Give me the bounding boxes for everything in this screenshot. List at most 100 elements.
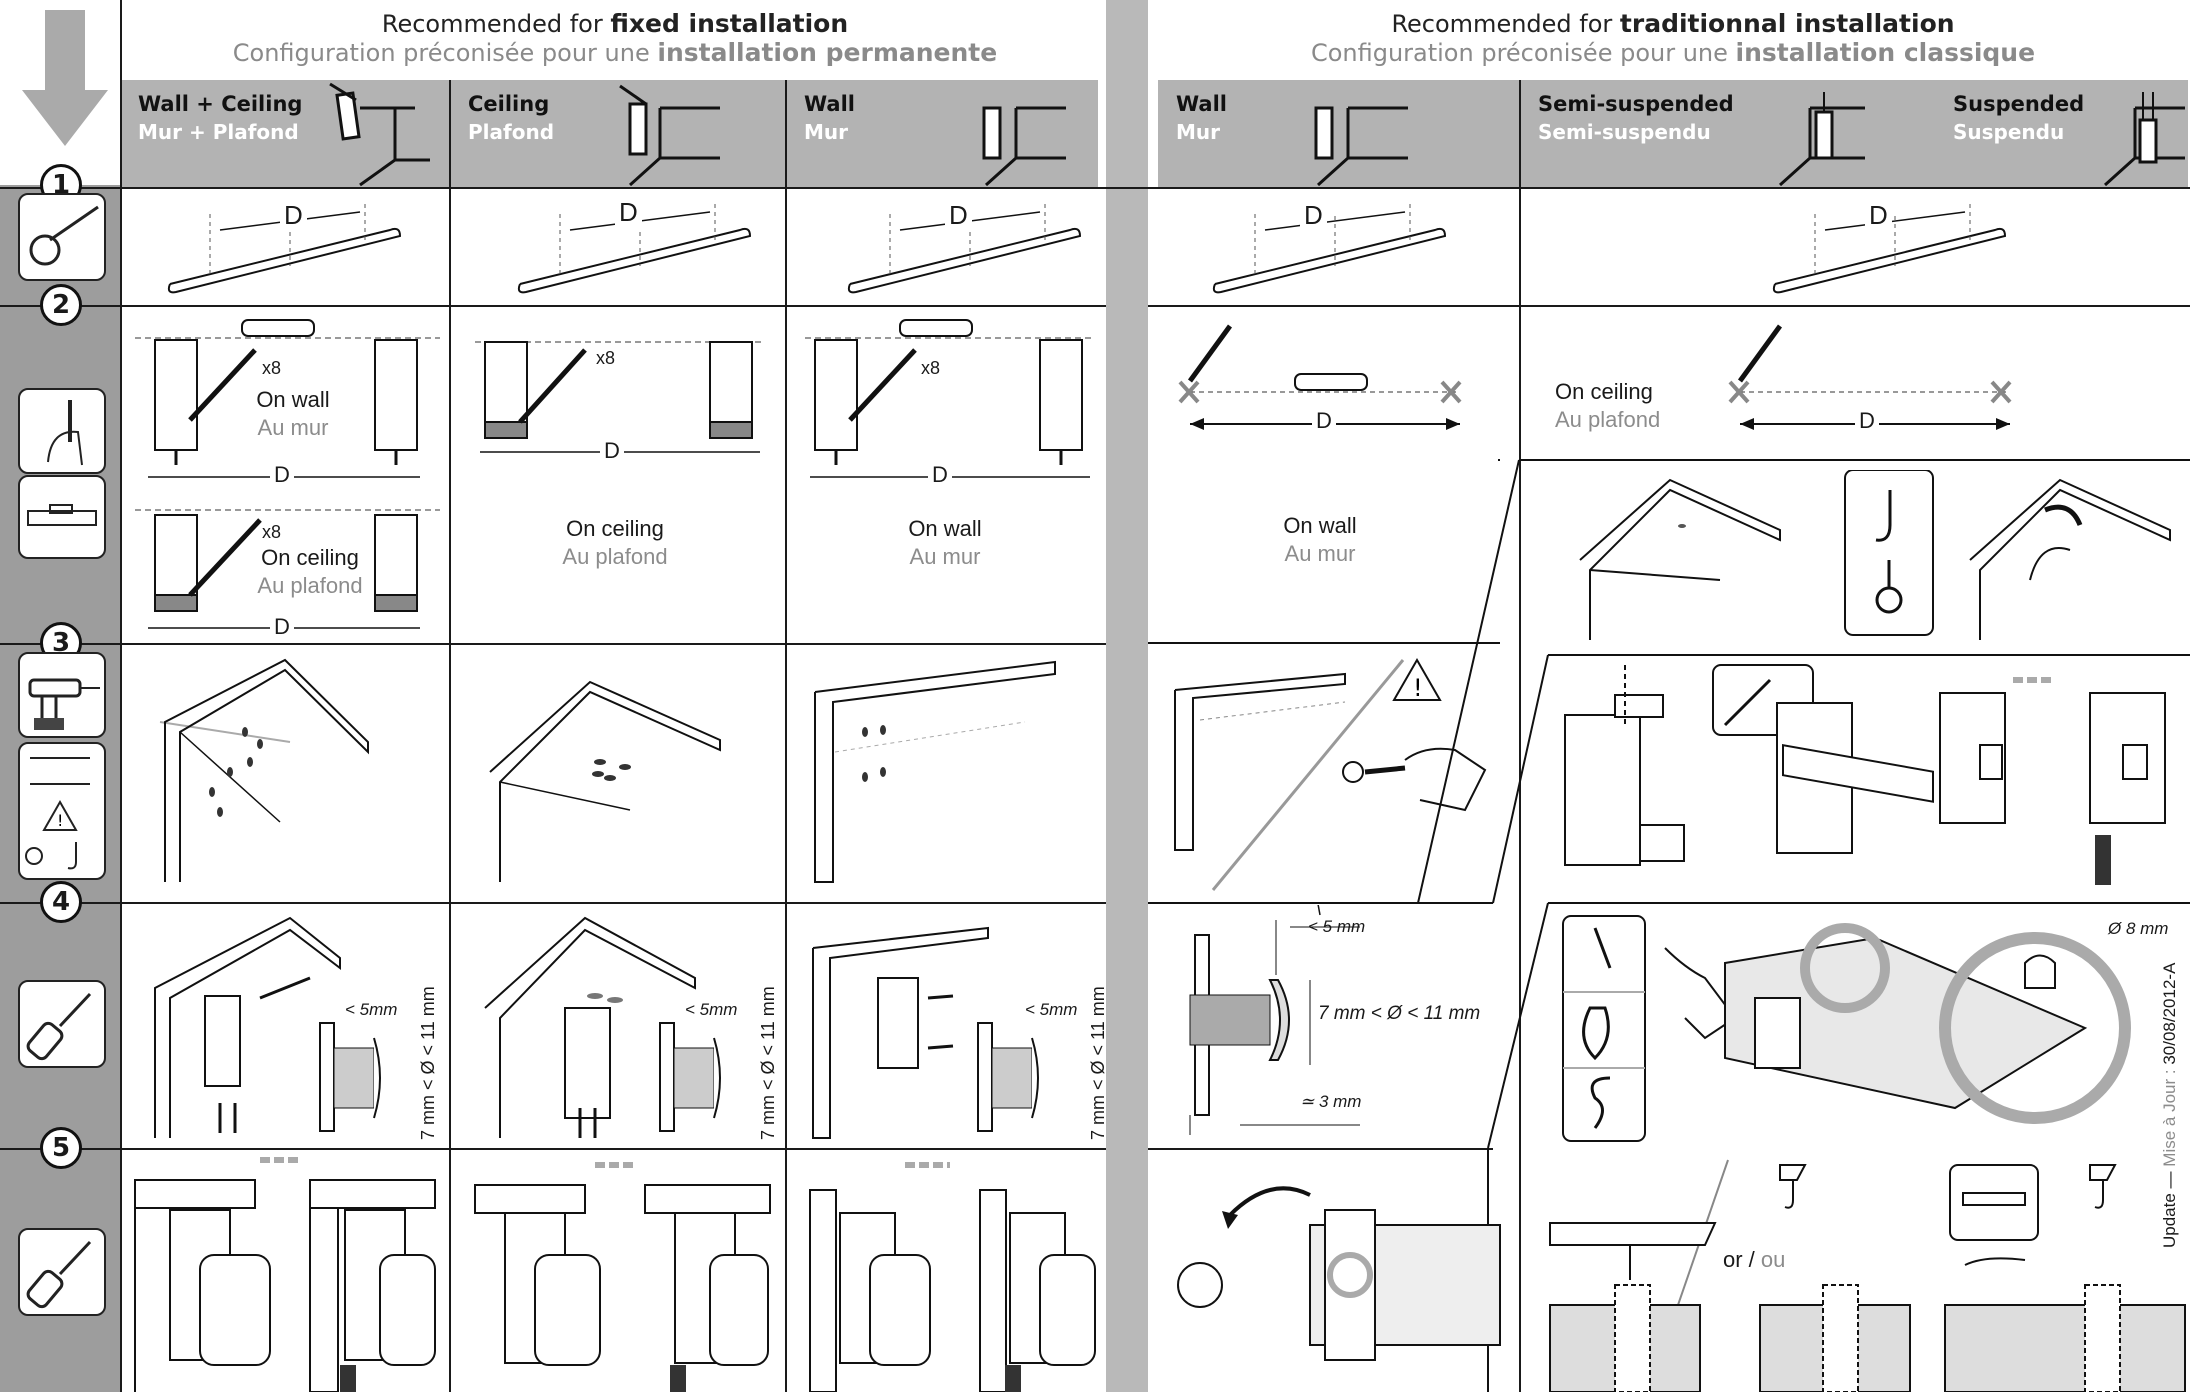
drilling-wall-ceiling bbox=[159, 658, 369, 882]
wall-mount-icon bbox=[982, 106, 1066, 187]
dimension-d-label: D bbox=[270, 614, 294, 640]
screen-case-diagram bbox=[517, 204, 752, 294]
bracket-screwing-wall bbox=[812, 926, 1039, 1139]
column-divider bbox=[449, 80, 451, 1392]
case-fixing-wall bbox=[809, 1162, 1096, 1392]
ceiling-hook-install bbox=[1579, 470, 2171, 640]
drilling-ceiling bbox=[489, 680, 721, 882]
step-number-5: 5 bbox=[40, 1127, 82, 1169]
row-divider bbox=[1148, 1148, 1493, 1150]
spirit-level-icon bbox=[27, 504, 97, 526]
screw-diameter-range-label: 7 mm < Ø < 11 mm bbox=[758, 986, 778, 1140]
update-date: Update — Mise à Jour : 30/08/2012-A bbox=[2160, 962, 2179, 1248]
row-divider bbox=[0, 305, 1106, 307]
bracket-marking-wall-ceiling bbox=[135, 319, 440, 629]
column-divider bbox=[120, 0, 122, 1392]
tool-drill bbox=[18, 652, 106, 738]
dimension-d-label: D bbox=[280, 200, 307, 231]
screw-head-gap-label: < 5 mm bbox=[1308, 917, 1366, 936]
step-number-2: 2 bbox=[40, 284, 82, 326]
tool-level bbox=[18, 475, 106, 559]
drilling-wall bbox=[814, 660, 1056, 883]
column-divider bbox=[1519, 80, 1521, 1392]
quantity-label: x8 bbox=[921, 358, 941, 378]
dimension-d-label: D bbox=[600, 438, 624, 464]
svg-text:!: ! bbox=[1413, 674, 1423, 702]
marking-wall-traditional bbox=[1178, 324, 1462, 430]
screw-head-gap-label: < 5mm bbox=[345, 1000, 398, 1019]
tool-screwdriver bbox=[18, 980, 106, 1068]
dimension-d-label: D bbox=[1855, 408, 1879, 434]
down-arrow-icon bbox=[22, 10, 108, 146]
dimension-d-label: D bbox=[615, 197, 642, 228]
tool-anchors: ! bbox=[18, 742, 106, 880]
screw-head-gap-label: < 5mm bbox=[685, 1000, 738, 1019]
wall-ceiling-mount-icon bbox=[329, 82, 430, 187]
case-fixing-wall-ceiling bbox=[134, 1157, 436, 1392]
bracket-screwing-ceiling bbox=[484, 916, 721, 1138]
row-divider bbox=[0, 643, 1106, 645]
hole-diameter-label: Ø 8 mm bbox=[2108, 919, 2169, 938]
header-traditional: Recommended for traditionnal installatio… bbox=[1310, 9, 2036, 67]
screwdriver-icon bbox=[26, 1240, 92, 1309]
tape-measure-icon bbox=[29, 205, 99, 266]
screen-case-diagram bbox=[1212, 204, 1447, 294]
dimension-d-label: D bbox=[270, 462, 294, 488]
case-fixing-ceiling bbox=[474, 1162, 771, 1392]
drilling-wall-traditional: ! bbox=[1174, 657, 1487, 851]
carabiner-hook-assembly bbox=[1562, 915, 2131, 1142]
pencil-hand-icon bbox=[47, 400, 83, 466]
screen-case-diagram bbox=[167, 204, 402, 294]
tool-tape-measure bbox=[18, 193, 106, 281]
dimension-d-label: D bbox=[1312, 408, 1336, 434]
screw-thickness-label: ≃ 3 mm bbox=[1300, 1092, 1362, 1111]
screw-head-gap-label: < 5mm bbox=[1025, 1000, 1078, 1019]
wall-mount-icon bbox=[1314, 106, 1408, 187]
suspended-mount-icon bbox=[2103, 92, 2185, 187]
or-label: or / ou bbox=[1723, 1247, 1786, 1272]
row-divider bbox=[0, 902, 1106, 904]
bracket-marking-ceiling bbox=[475, 341, 765, 453]
section-diagonals bbox=[1148, 459, 2190, 1392]
section-separator bbox=[1106, 0, 1148, 1392]
dimension-d-label: D bbox=[945, 200, 972, 231]
screw-diameter-range-label: 7 mm < Ø < 11 mm bbox=[1088, 986, 1108, 1140]
quantity-label: x8 bbox=[596, 348, 616, 368]
column-divider bbox=[785, 80, 787, 1392]
tool-screwdriver bbox=[18, 1228, 106, 1316]
screw-diameter-range-label: 7 mm < Ø < 11 mm bbox=[418, 986, 438, 1140]
semi-suspended-mount-icon bbox=[1778, 92, 1865, 187]
screwdriver-icon bbox=[26, 992, 92, 1061]
row-divider bbox=[0, 187, 2190, 189]
quantity-label: x8 bbox=[262, 358, 282, 378]
bracket-screwing-wall-ceiling bbox=[154, 916, 381, 1138]
dimension-d-label: D bbox=[1300, 200, 1327, 231]
screw-detail bbox=[1189, 905, 1360, 1135]
dimension-d-label: D bbox=[928, 462, 952, 488]
svg-text:!: ! bbox=[57, 811, 63, 830]
screen-case-diagram bbox=[1772, 204, 2007, 294]
row-divider bbox=[0, 1148, 1106, 1150]
case-hanging-suspended bbox=[1549, 1164, 2186, 1392]
row-divider bbox=[1148, 305, 2190, 307]
bracket-assembly-suspended bbox=[1564, 664, 2166, 885]
step-number-4: 4 bbox=[40, 881, 82, 923]
dimension-d-label: D bbox=[1865, 200, 1892, 231]
drill-icon bbox=[28, 678, 100, 730]
case-fixing-wall-traditional bbox=[1177, 1186, 1501, 1361]
screw-diameter-range-label: 7 mm < Ø < 11 mm bbox=[1318, 1003, 1481, 1024]
quantity-label: x8 bbox=[262, 522, 282, 542]
bracket-marking-wall bbox=[805, 319, 1095, 478]
tool-pencil bbox=[18, 388, 106, 474]
